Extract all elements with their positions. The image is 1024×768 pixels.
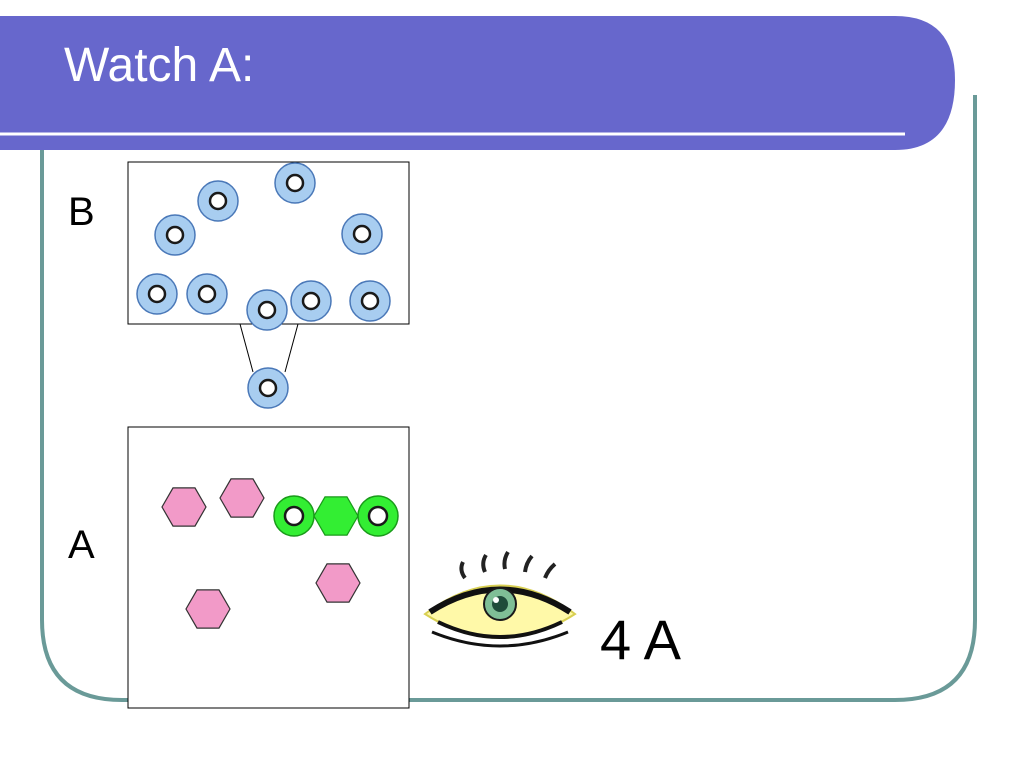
ring-b-8 [290, 280, 332, 322]
pink-hexagon-4 [185, 589, 231, 629]
ring-b-7 [246, 289, 288, 331]
green-hexagon [313, 496, 359, 536]
pink-hexagon-3 [315, 563, 361, 603]
eye-icon [423, 550, 577, 648]
ring-b-6 [186, 273, 228, 315]
ring-b-3 [154, 214, 196, 256]
box-a-label: A [68, 523, 95, 567]
box-b-rings [136, 162, 391, 331]
box-a-shapes [161, 478, 399, 629]
content-border [40, 95, 977, 702]
ring-b-4 [341, 213, 383, 255]
box-a [127, 426, 410, 709]
header-band [0, 16, 955, 150]
transit-ring-group [247, 367, 289, 409]
ring-b-5 [136, 273, 178, 315]
slide-title: Watch A: [64, 39, 255, 92]
ring-b-9 [349, 280, 391, 322]
funnel-line-right [284, 323, 299, 373]
green-ring-left [273, 495, 315, 537]
box-b-label: B [68, 190, 95, 234]
pink-hexagon-2 [219, 478, 265, 518]
eye-caption: 4 A [600, 608, 681, 671]
transit-ring [247, 367, 289, 409]
green-ring-right [357, 495, 399, 537]
ring-b-2 [197, 180, 239, 222]
pink-hexagon-1 [161, 487, 207, 527]
ring-b-1 [274, 162, 316, 204]
funnel-line-left [239, 323, 254, 373]
